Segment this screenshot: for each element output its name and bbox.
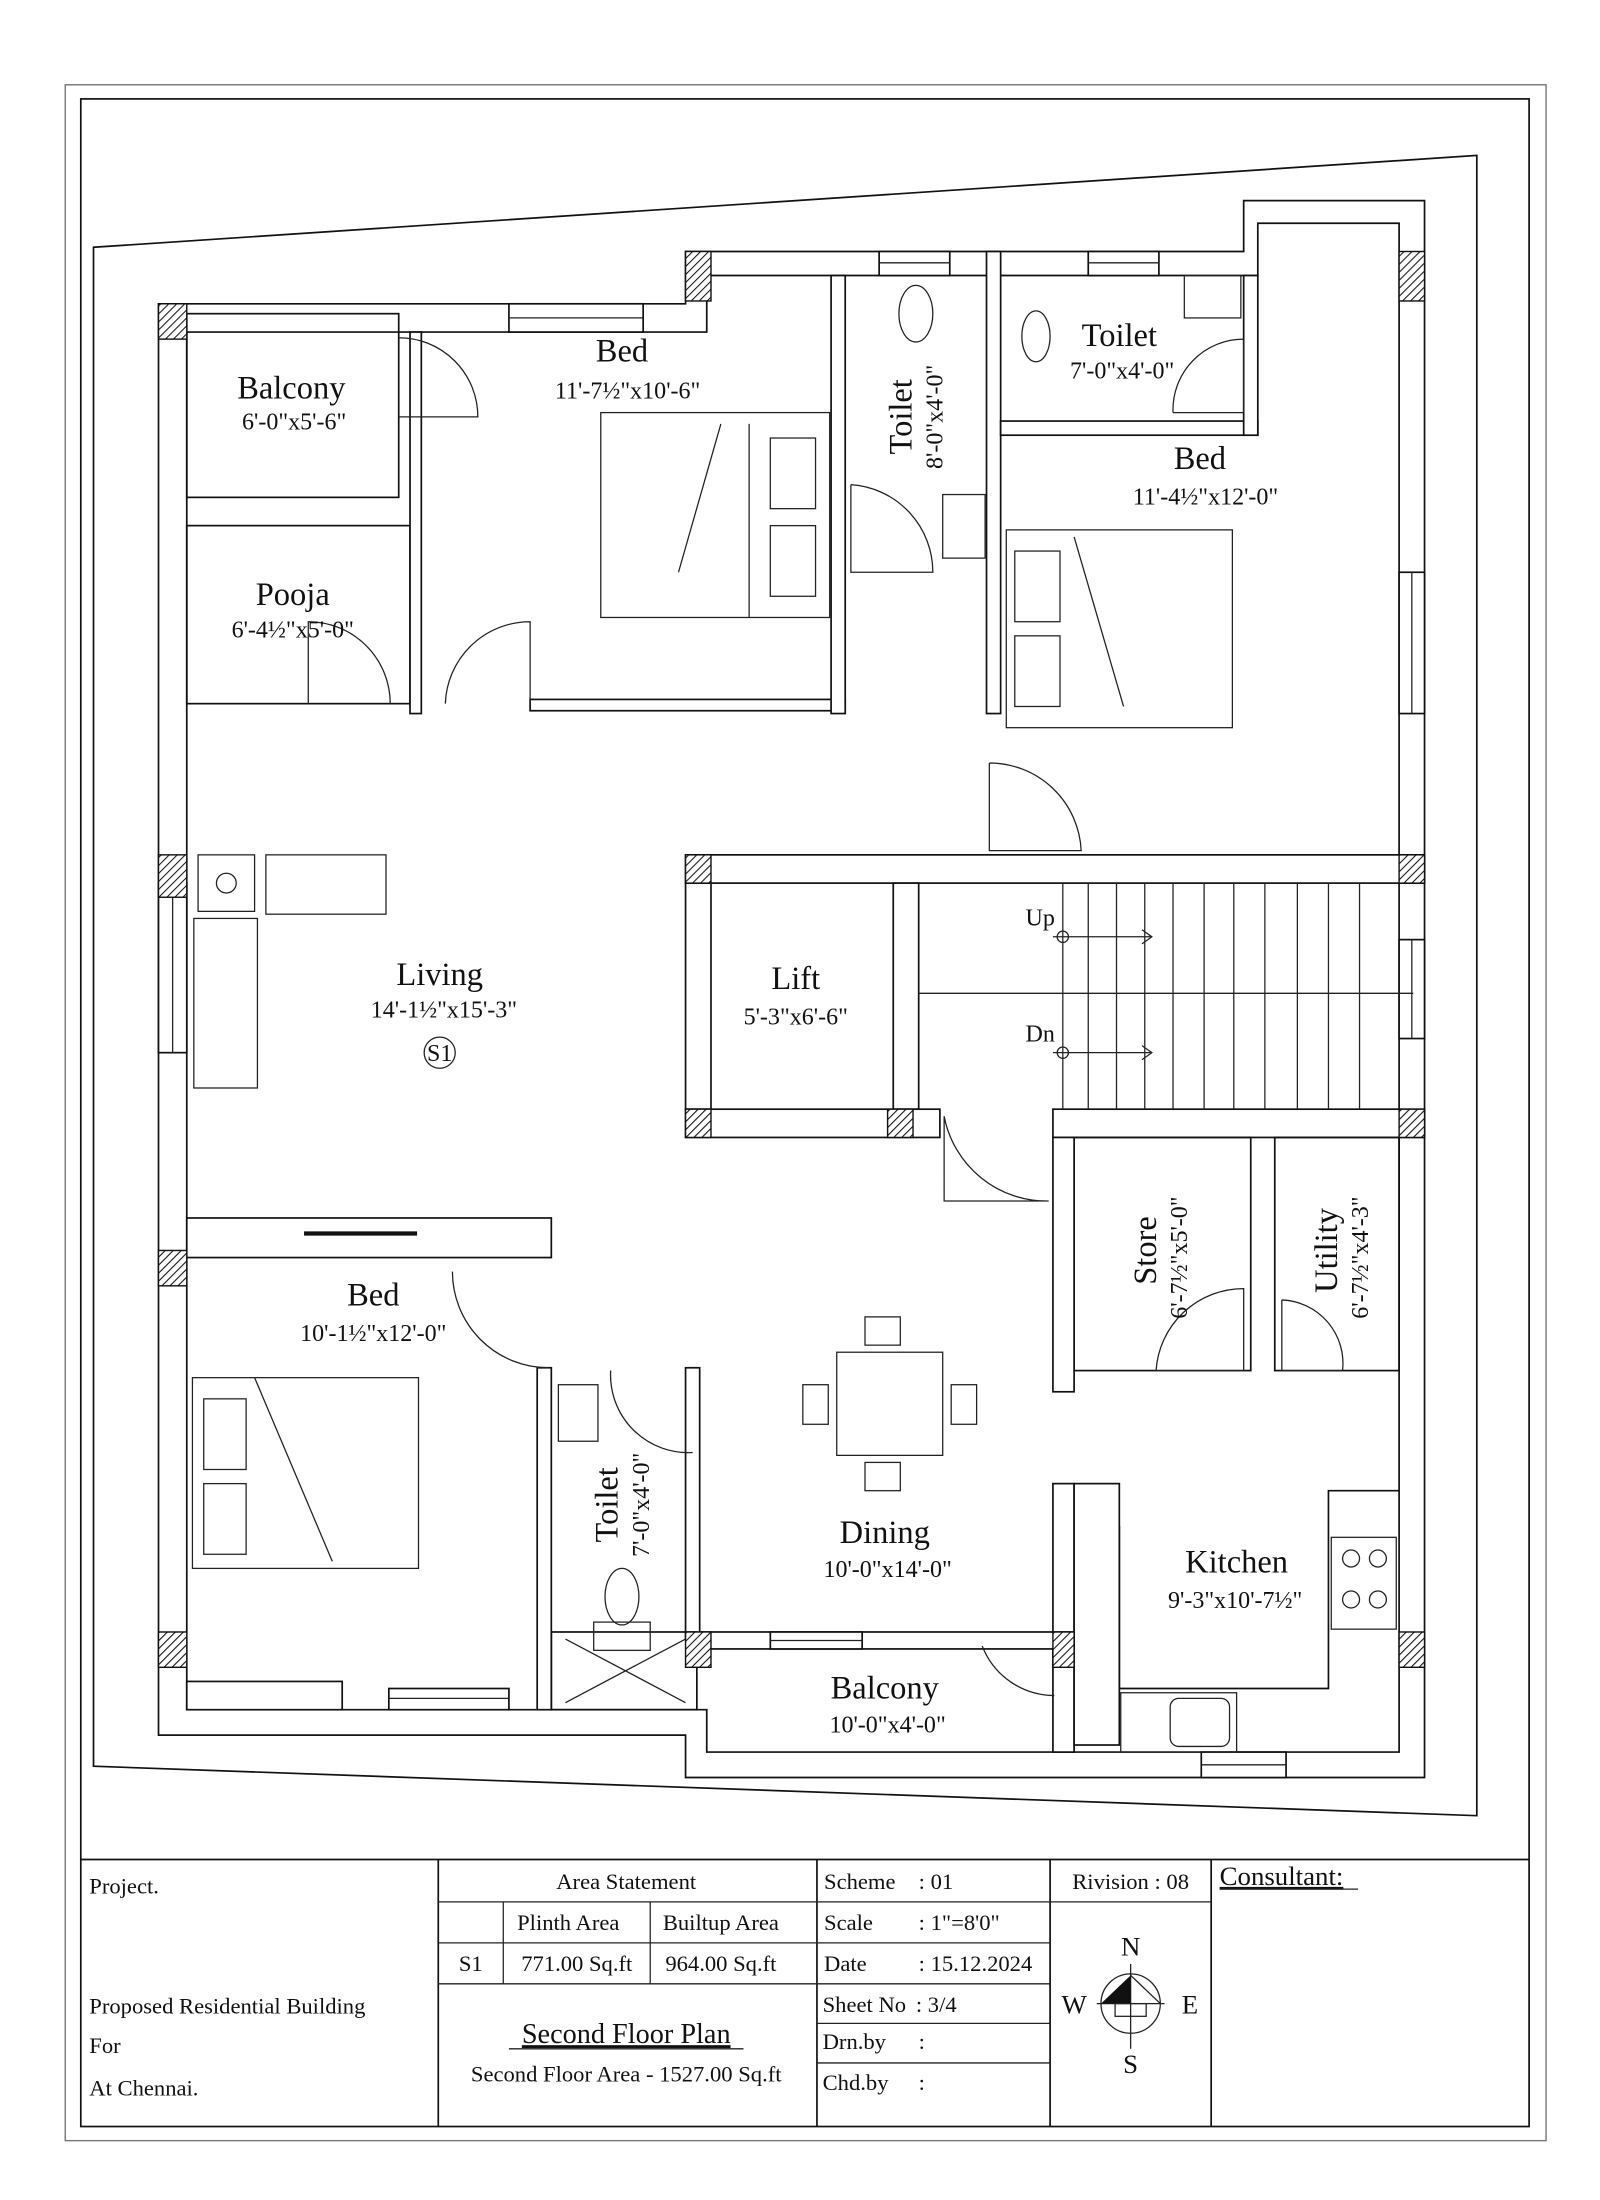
room-name: Toilet — [1082, 318, 1157, 354]
sofa — [193, 854, 387, 1089]
project-line: Proposed Residential Building — [89, 1993, 365, 2018]
room-dimension: 10'-0"x14'-0" — [823, 1557, 951, 1583]
bed-furniture-top-left — [600, 411, 831, 619]
room-labels: Balcony 6'-0"x5'-6" Pooja 6'-4½"x5'-0" B… — [232, 318, 1374, 1738]
room-dimension: 10'-1½"x12'-0" — [300, 1321, 446, 1347]
area-cell: 771.00 Sq.ft — [521, 1951, 633, 1976]
room-dimension: 6'-0"x5'-6" — [242, 410, 346, 436]
room-name: Living — [396, 957, 483, 993]
kitchen-sink — [1120, 1692, 1238, 1753]
checked-by-value: : — [919, 2070, 925, 2095]
room-dimension: 8'-0"x4'-0" — [923, 365, 949, 469]
compass-s: S — [1123, 2049, 1138, 2079]
scheme-value: : 01 — [919, 1869, 954, 1894]
consultant-label: Consultant: — [1220, 1861, 1344, 1891]
scale-value: : 1"=8'0" — [919, 1910, 1000, 1935]
drawing-title: Second Floor Plan — [522, 2019, 731, 2050]
room-dimension: 11'-7½"x10'-6" — [555, 378, 700, 404]
room-name: Balcony — [831, 1670, 940, 1706]
north-arrow-icon — [1096, 1964, 1165, 2049]
staircase — [918, 883, 1414, 1110]
room-dimension: 6'-7½"x5'-0" — [1167, 1196, 1193, 1318]
room-dimension: 6'-4½"x5'-0" — [232, 617, 354, 643]
room-dimension: 7'-0"x4'-0" — [629, 1453, 655, 1557]
site-boundary — [92, 154, 1478, 1817]
room-name: Store — [1128, 1216, 1164, 1285]
room-name: Bed — [596, 334, 648, 370]
revision: Rivision : 08 — [1072, 1869, 1189, 1894]
sheet-inner-border — [79, 98, 1530, 2128]
compass-w: W — [1061, 1989, 1087, 2019]
sheet-outer-border — [64, 84, 1547, 2142]
room-name: Balcony — [237, 370, 346, 406]
room-dimension: 11'-4½"x12'-0" — [1133, 484, 1278, 510]
room-name: Bed — [1174, 441, 1226, 477]
date-label: Date — [824, 1951, 867, 1976]
columns — [157, 250, 1426, 1669]
room-dimension: 6'-7½"x4'-3" — [1348, 1196, 1374, 1318]
area-header: Builtup Area — [663, 1910, 779, 1935]
scheme-label: Scheme — [824, 1869, 896, 1894]
windows — [157, 250, 1426, 1779]
area-cell: S1 — [459, 1951, 483, 1976]
stair-down-label: Dn — [1026, 1021, 1055, 1047]
room-name: Toilet — [884, 379, 920, 454]
sheet-value: : 3/4 — [916, 1992, 957, 2017]
toilet-fixtures — [557, 274, 1242, 1651]
compass-e: E — [1182, 1989, 1198, 2019]
drawn-by-label: Drn.by — [823, 2029, 887, 2054]
drawn-by-value: : — [919, 2029, 925, 2054]
compass-n: N — [1121, 1932, 1140, 1962]
room-dimension: 9'-3"x10'-7½" — [1168, 1588, 1302, 1614]
room-name: Kitchen — [1185, 1545, 1288, 1581]
project-label: Project. — [89, 1873, 159, 1898]
room-name: Lift — [771, 961, 820, 997]
project-line: At Chennai. — [89, 2075, 198, 2100]
bed-furniture-bottom-left — [191, 1377, 420, 1570]
section-marker — [423, 1036, 456, 1069]
date-value: : 15.12.2024 — [919, 1951, 1033, 1976]
section-marker-label: S1 — [427, 1041, 452, 1067]
stair-up-label: Up — [1026, 905, 1055, 931]
room-name: Toilet — [590, 1467, 626, 1542]
room-dimension: 10'-0"x4'-0" — [829, 1712, 945, 1738]
title-block: Project. Proposed Residential Building F… — [80, 1858, 1530, 2127]
sheet-label: Sheet No — [823, 1992, 906, 2017]
doors — [307, 337, 1344, 1697]
area-header: Plinth Area — [517, 1910, 619, 1935]
checked-by-label: Chd.by — [823, 2070, 890, 2095]
room-name: Pooja — [256, 577, 330, 613]
area-cell: 964.00 Sq.ft — [665, 1951, 777, 1976]
project-line: For — [89, 2033, 121, 2058]
room-dimension: 14'-1½"x15'-3" — [371, 997, 517, 1023]
scale-label: Scale — [824, 1910, 873, 1935]
furniture — [191, 274, 1414, 1753]
room-name: Bed — [347, 1278, 399, 1314]
dining-table — [802, 1316, 978, 1492]
room-dimension: 5'-3"x6'-6" — [744, 1004, 848, 1030]
stove — [1330, 1536, 1397, 1630]
area-statement-title: Area Statement — [556, 1869, 697, 1894]
bed-furniture-top-right — [1005, 529, 1234, 729]
room-name: Dining — [840, 1515, 930, 1551]
floor-area: Second Floor Area - 1527.00 Sq.ft — [471, 2061, 782, 2086]
room-dimension: 7'-0"x4'-0" — [1070, 359, 1174, 385]
room-name: Utility — [1309, 1207, 1345, 1293]
